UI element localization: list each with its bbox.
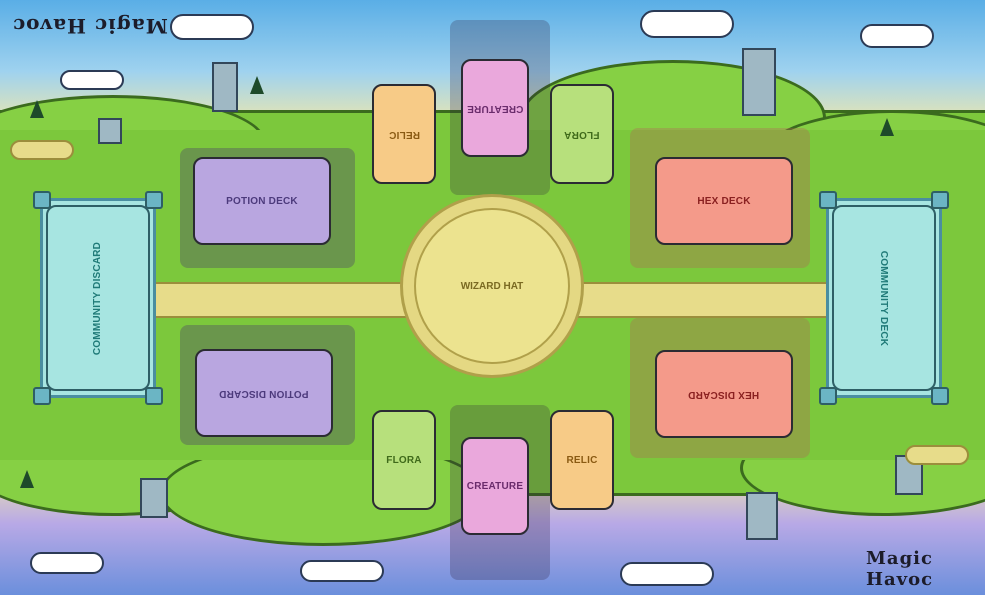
castle-merlon bbox=[145, 191, 163, 209]
flora-slot-top[interactable]: FLORA bbox=[550, 84, 614, 184]
relic-slot-bottom[interactable]: RELIC bbox=[550, 410, 614, 510]
potion-deck-slot[interactable]: POTION DECK bbox=[193, 157, 331, 245]
relic-slot-top[interactable]: RELIC bbox=[372, 84, 436, 184]
wizard-hat-zone[interactable]: WIZARD HAT bbox=[414, 208, 570, 364]
castle-merlon bbox=[931, 191, 949, 209]
cloud-decoration bbox=[620, 562, 714, 586]
hex-deck-slot[interactable]: HEX DECK bbox=[655, 157, 793, 245]
potion-discard-slot[interactable]: POTION DISCARD bbox=[195, 349, 333, 437]
community-discard-card-slot[interactable]: COMMUNITY DISCARD bbox=[46, 205, 150, 391]
creature-slot-bottom[interactable]: CREATURE bbox=[461, 437, 529, 535]
potion-deck-label: POTION DECK bbox=[226, 195, 298, 207]
cloud-decoration bbox=[860, 24, 934, 48]
tower-decoration bbox=[746, 492, 778, 540]
cloud-decoration bbox=[300, 560, 384, 582]
potion-discard-label: POTION DISCARD bbox=[219, 387, 309, 399]
castle-merlon bbox=[33, 387, 51, 405]
flora-label-bottom: FLORA bbox=[386, 454, 422, 466]
magic-havoc-logo-top: Magic Havoc bbox=[12, 14, 168, 38]
community-deck-label: COMMUNITY DECK bbox=[878, 250, 890, 346]
magic-havoc-logo-bottom: Magic Havoc bbox=[866, 548, 934, 590]
tower-decoration bbox=[212, 62, 238, 112]
creature-label-top: CREATURE bbox=[466, 102, 524, 114]
cloud-decoration bbox=[60, 70, 124, 90]
tree-decoration bbox=[250, 76, 264, 94]
hex-deck-label: HEX DECK bbox=[697, 195, 751, 207]
community-deck-card-slot[interactable]: COMMUNITY DECK bbox=[832, 205, 936, 391]
path-left-curve bbox=[10, 140, 74, 160]
tower-decoration bbox=[98, 118, 122, 144]
path-right-curve bbox=[905, 445, 969, 465]
relic-label-top: RELIC bbox=[388, 128, 420, 140]
tower-decoration bbox=[742, 48, 776, 116]
cloud-decoration bbox=[30, 552, 104, 574]
cloud-decoration bbox=[640, 10, 734, 38]
castle-merlon bbox=[931, 387, 949, 405]
cloud-decoration bbox=[170, 14, 254, 40]
tree-decoration bbox=[30, 100, 44, 118]
creature-slot-top[interactable]: CREATURE bbox=[461, 59, 529, 157]
relic-label-bottom: RELIC bbox=[566, 454, 598, 466]
castle-merlon bbox=[819, 387, 837, 405]
hex-discard-slot[interactable]: HEX DISCARD bbox=[655, 350, 793, 438]
tree-decoration bbox=[20, 470, 34, 488]
tree-decoration bbox=[880, 118, 894, 136]
castle-merlon bbox=[33, 191, 51, 209]
flora-label-top: FLORA bbox=[564, 128, 600, 140]
tower-decoration bbox=[140, 478, 168, 518]
castle-merlon bbox=[819, 191, 837, 209]
flora-slot-bottom[interactable]: FLORA bbox=[372, 410, 436, 510]
hex-discard-label: HEX DISCARD bbox=[688, 388, 760, 400]
castle-merlon bbox=[145, 387, 163, 405]
community-discard-label: COMMUNITY DISCARD bbox=[92, 241, 104, 355]
wizard-hat-label: WIZARD HAT bbox=[460, 280, 524, 292]
creature-label-bottom: CREATURE bbox=[466, 480, 524, 492]
